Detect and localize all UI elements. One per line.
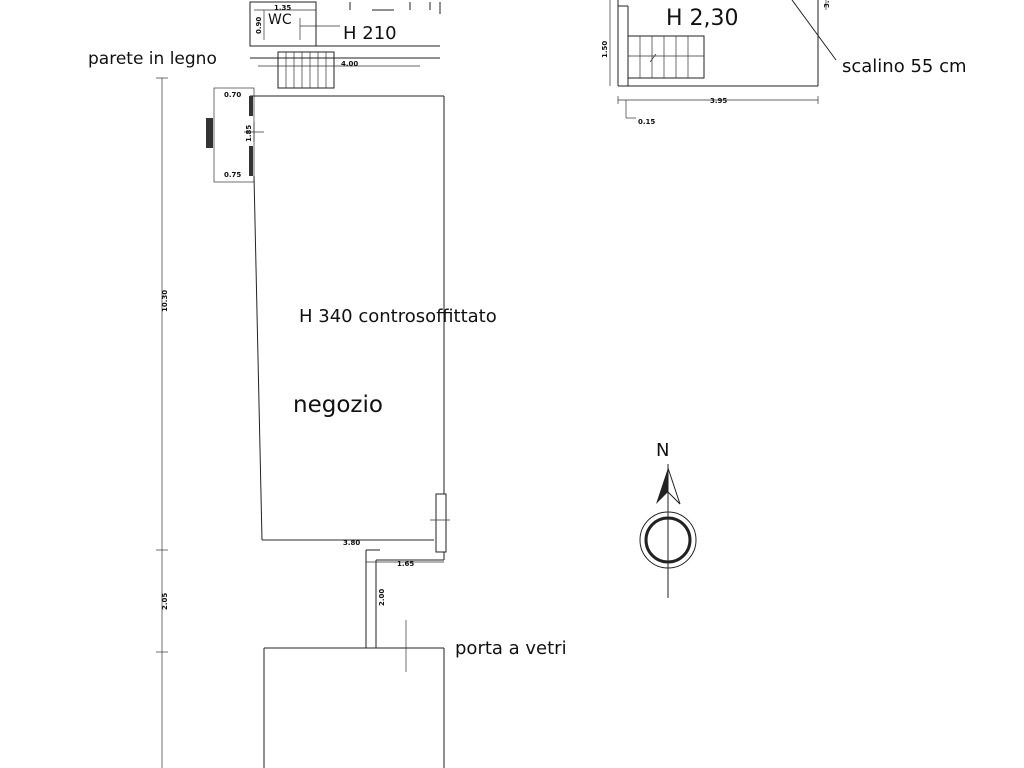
entrance-corridor xyxy=(263,549,444,768)
dimension-lines xyxy=(156,9,444,768)
dim-0-75: 0.75 xyxy=(224,171,241,179)
dim-10-30: 10.30 xyxy=(161,290,169,312)
dim-1-65: 1.65 xyxy=(397,560,414,568)
mezzanine-plan xyxy=(609,0,837,119)
dim-3-95: 3.95 xyxy=(710,97,727,105)
porta-label: porta a vetri xyxy=(455,638,567,659)
wc-label: WC xyxy=(268,12,292,28)
wooden-partition xyxy=(206,87,264,183)
negozio-label: negozio xyxy=(293,392,383,418)
dim-1-50: 1.50 xyxy=(601,41,609,58)
shop-room xyxy=(253,96,450,560)
height-210-label: H 210 xyxy=(343,23,397,44)
dim-1-35: 1.35 xyxy=(274,4,291,12)
dim-0-15: 0.15 xyxy=(638,118,655,126)
dim-0-90: 0.90 xyxy=(255,17,263,34)
dim-0-70: 0.70 xyxy=(224,91,241,99)
parete-label: parete in legno xyxy=(88,49,217,69)
dim-4-00: 4.00 xyxy=(341,60,358,68)
north-arrow-icon xyxy=(639,464,697,598)
dim-3-80: 3.80 xyxy=(343,539,360,547)
dim-2-00: 2.00 xyxy=(378,589,386,606)
scalino-label: scalino 55 cm xyxy=(842,56,967,77)
dim-1-85: 1.85 xyxy=(245,125,253,142)
north-label: N xyxy=(656,440,669,461)
height-340-label: H 340 controsoffittato xyxy=(299,306,497,327)
dim-2-05: 2.05 xyxy=(161,593,169,610)
wc-room xyxy=(249,1,441,47)
dim-3-partial: 3. xyxy=(823,0,831,8)
height-230-label: H 2,30 xyxy=(666,6,739,31)
upper-stair xyxy=(250,51,440,89)
